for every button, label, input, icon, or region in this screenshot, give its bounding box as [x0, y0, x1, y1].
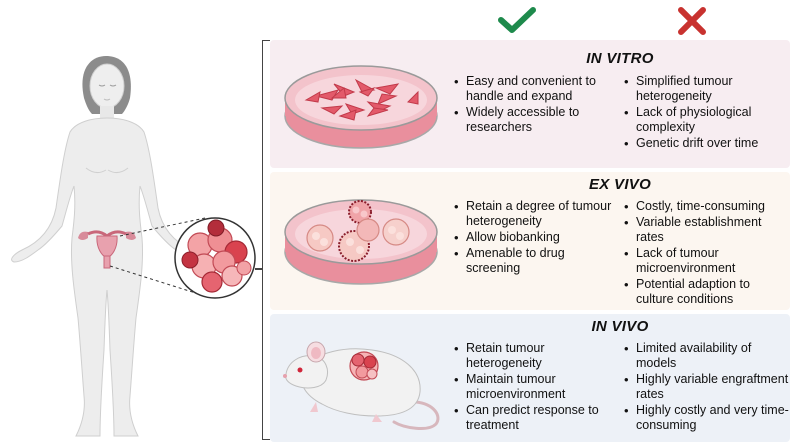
cross-icon [676, 6, 708, 41]
bracket-divider [262, 40, 270, 440]
panel-title: IN VIVO [591, 318, 649, 335]
list-item: Retain tumour heterogeneity [452, 341, 622, 371]
panel-title: IN VITRO [586, 50, 654, 67]
list-item: Lack of tumour microenvironment [622, 246, 790, 276]
list-item: Potential adaption to culture conditions [622, 277, 790, 307]
list-item: Genetic drift over time [622, 136, 790, 151]
in-vivo-panel: IN VIVO Retain tumour heterogeneity Main… [270, 314, 790, 442]
panel-title: EX VIVO [588, 176, 652, 193]
pros-list: Retain tumour heterogeneity Maintain tum… [452, 341, 622, 434]
list-item: Can predict response to treatment [452, 403, 622, 433]
human-figure-illustration [0, 0, 270, 446]
tumour-magnification-icon [174, 217, 256, 299]
petri-dish-organoids-icon [276, 186, 446, 301]
cons-list: Limited availability of models Highly va… [622, 341, 790, 434]
mouse-xenograft-icon [276, 324, 446, 441]
list-item: Easy and convenient to handle and expand [452, 74, 622, 104]
pros-list: Easy and convenient to handle and expand… [452, 74, 622, 136]
list-item: Costly, time-consuming [622, 199, 790, 214]
list-item: Retain a degree of tumour heterogeneity [452, 199, 622, 229]
list-item: Amenable to drug screening [452, 246, 622, 276]
uterus-icon [78, 230, 136, 269]
pros-list: Retain a degree of tumour heterogeneity … [452, 199, 622, 277]
list-item: Highly variable engraftment rates [622, 372, 790, 402]
list-item: Widely accessible to researchers [452, 105, 622, 135]
petri-dish-cells-icon [276, 54, 446, 163]
list-item: Maintain tumour microenvironment [452, 372, 622, 402]
list-item: Variable establishment rates [622, 215, 790, 245]
check-icon [497, 6, 537, 39]
bracket-tick [255, 268, 263, 270]
ex-vivo-panel: EX VIVO Retain a degree of tumour hetero… [270, 172, 790, 310]
list-item: Lack of physiological complexity [622, 105, 790, 135]
list-item: Limited availability of models [622, 341, 790, 371]
list-item: Simplified tumour heterogeneity [622, 74, 790, 104]
in-vitro-panel: IN VITRO Easy and convenient to handle a… [270, 40, 790, 168]
list-item: Highly costly and very time-consuming [622, 403, 790, 433]
list-item: Allow biobanking [452, 230, 622, 245]
cons-list: Simplified tumour heterogeneity Lack of … [622, 74, 790, 152]
cons-list: Costly, time-consuming Variable establis… [622, 199, 790, 308]
